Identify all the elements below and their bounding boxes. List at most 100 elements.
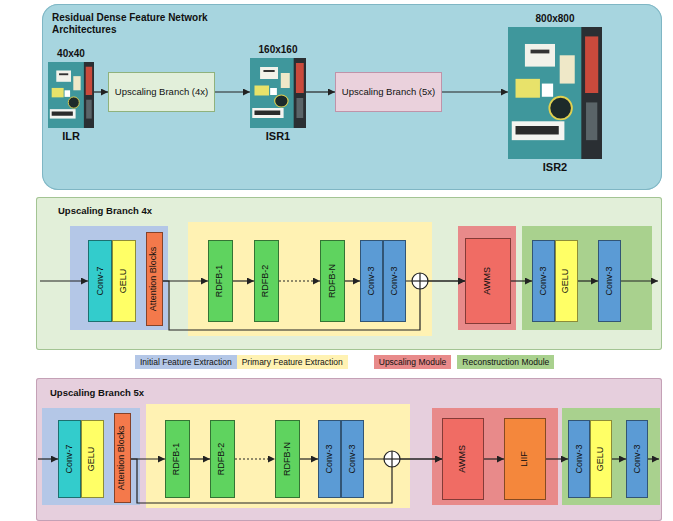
connector-arrow — [279, 280, 320, 281]
layer-box: AWMS — [465, 238, 511, 324]
size-label: 40x40 — [48, 48, 94, 60]
layer-box: Attention Blocks — [146, 232, 163, 326]
layer-box: Conv-3 — [383, 240, 406, 322]
sum-symbol — [412, 273, 428, 289]
sum-plus — [391, 451, 392, 467]
photo-part — [86, 100, 92, 119]
photo-part — [296, 98, 303, 118]
layer-box: Conv-7 — [58, 420, 81, 498]
photo-part — [275, 95, 288, 107]
layer-label: Conv-3 — [605, 266, 615, 295]
layer-label: Conv-7 — [65, 444, 75, 473]
photo-part — [52, 88, 64, 97]
layer-label: Conv-3 — [348, 444, 358, 473]
layer-label: Conv-3 — [390, 266, 400, 295]
layer-label: RDFB-2 — [262, 265, 272, 298]
layer-box: LIIF — [504, 418, 546, 500]
layer-box: Conv-3 — [626, 420, 648, 498]
photo-part — [585, 36, 598, 93]
connector-arrow — [442, 91, 508, 92]
layer-box: GELU — [590, 420, 612, 498]
connector-arrow — [300, 458, 318, 459]
layer-label: GELU — [88, 447, 98, 472]
photo-part — [512, 121, 565, 140]
photo-part — [52, 112, 73, 116]
sum-plus — [419, 273, 420, 289]
photo-part — [525, 44, 555, 67]
layer-box: Conv-7 — [88, 240, 112, 322]
layer-box: RDFB-N — [275, 420, 300, 498]
photo-illustration — [250, 58, 306, 128]
layer-label: RDFB-N — [328, 264, 338, 298]
layer-box: Conv-3 — [341, 420, 364, 498]
photo-part — [86, 67, 92, 95]
connector-arrow — [215, 91, 250, 92]
size-label: 160x160 — [250, 44, 306, 56]
photo-part — [254, 111, 280, 116]
layer-label: RDFB-1 — [216, 265, 226, 298]
layer-label: Attention Blocks — [118, 426, 128, 491]
photo-part — [270, 88, 277, 95]
photo-part — [252, 108, 283, 118]
module-band — [188, 222, 432, 336]
layer-label: RDFB-2 — [218, 443, 228, 476]
module-band — [70, 226, 168, 330]
io-arrow — [38, 458, 58, 459]
image-label: ILR — [48, 130, 94, 142]
layer-label: LIIF — [520, 451, 530, 467]
layer-box: RDFB-2 — [254, 240, 279, 322]
photo-part — [50, 109, 76, 118]
legend-label: Reconstruction Module — [462, 357, 549, 367]
photo-part — [508, 27, 602, 159]
photo-part — [516, 79, 540, 98]
legend-label: Initial Feature Extraction — [140, 357, 232, 367]
layer-box: Attention Blocks — [114, 413, 131, 503]
photo-part — [586, 102, 597, 140]
connector-arrow — [163, 280, 208, 281]
legend: Initial Feature Extraction Primary Featur… — [135, 355, 554, 369]
connector-arrow — [578, 280, 598, 281]
photo-part — [581, 27, 602, 159]
photo-part — [531, 50, 550, 54]
box-label: Upscaling Branch (4x) — [115, 87, 208, 98]
diagram-panel: Residual Dense Feature Network Architect… — [42, 4, 662, 190]
legend-swatch: Initial Feature Extraction — [135, 355, 237, 369]
layer-label: AWMS — [458, 445, 468, 473]
module-band — [562, 408, 660, 505]
photo-part — [84, 62, 94, 128]
module-band — [42, 408, 140, 505]
photo-illustration — [48, 62, 94, 128]
image-label: ISR1 — [250, 130, 306, 142]
photo-part — [48, 62, 94, 128]
diagram-panel: Upscaling Branch 5xConv-7GELUAttention B… — [36, 378, 662, 521]
layer-label: GELU — [596, 447, 606, 472]
layer-box: RDFB-1 — [208, 240, 233, 322]
photo-part — [263, 70, 274, 72]
layer-box: RDFB-N — [320, 240, 345, 322]
layer-box: RDFB-2 — [210, 420, 235, 498]
photo-part — [549, 97, 572, 120]
module-band — [146, 404, 410, 508]
photo-part — [73, 76, 80, 90]
io-arrow — [648, 458, 659, 459]
photo-part — [59, 73, 68, 75]
module-band — [522, 226, 652, 330]
image-sample: 800x800ISR2 — [508, 13, 602, 173]
photo-illustration — [508, 27, 602, 159]
legend-label: Upscaling Module — [379, 357, 447, 367]
legend-swatch: Primary Feature Extraction — [237, 355, 348, 369]
legend-swatch: Upscaling Module — [374, 355, 452, 369]
layer-label: Conv-3 — [367, 266, 377, 295]
photo-part — [296, 63, 304, 93]
connector-arrow — [511, 280, 532, 281]
connector-arrow — [546, 458, 568, 459]
connector-arrow — [306, 91, 335, 92]
layer-label: AWMS — [483, 267, 493, 295]
connector-arrow — [484, 458, 504, 459]
layer-label: Conv-3 — [539, 266, 549, 295]
sum-circle — [384, 451, 400, 467]
layer-label: RDFB-1 — [173, 443, 183, 476]
connector-arrow — [612, 458, 626, 459]
connector-arrow — [233, 280, 254, 281]
photo-part — [294, 58, 306, 128]
